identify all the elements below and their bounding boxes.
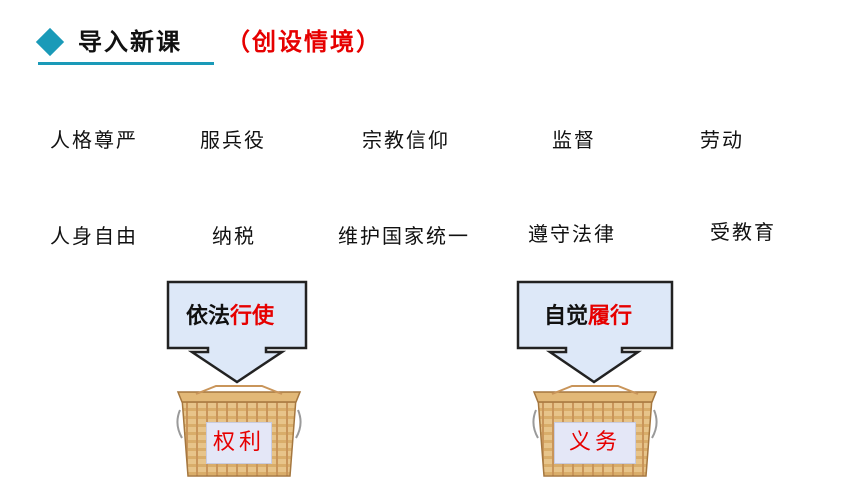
term-item: 宗教信仰 — [362, 128, 450, 152]
section-subtitle: （创设情境） — [226, 28, 382, 56]
term-item: 遵守法律 — [528, 222, 616, 246]
callout-label: 自觉履行 — [544, 304, 633, 329]
term-item: 监督 — [552, 128, 596, 152]
term-item: 服兵役 — [200, 128, 266, 152]
term-item: 维护国家统一 — [338, 224, 470, 248]
down-arrow-callout-icon — [516, 280, 674, 384]
term-item: 受教育 — [710, 220, 776, 244]
exercise-rights-callout: 依法行使 — [166, 280, 308, 384]
basket-label: 义务 — [554, 422, 636, 464]
down-arrow-callout-icon — [166, 280, 308, 384]
basket-label: 权利 — [206, 422, 272, 464]
rights-basket: 权利 — [176, 384, 302, 480]
term-item: 纳税 — [212, 224, 256, 248]
fulfill-duties-callout: 自觉履行 — [516, 280, 674, 384]
diamond-bullet-icon — [35, 27, 65, 57]
duties-basket: 义务 — [532, 384, 658, 480]
term-item: 人格尊严 — [50, 128, 138, 152]
section-title: 导入新课 — [78, 28, 182, 56]
callout-label: 依法行使 — [186, 304, 275, 329]
term-item: 劳动 — [700, 128, 744, 152]
term-item: 人身自由 — [50, 224, 138, 248]
title-underline — [38, 62, 214, 65]
